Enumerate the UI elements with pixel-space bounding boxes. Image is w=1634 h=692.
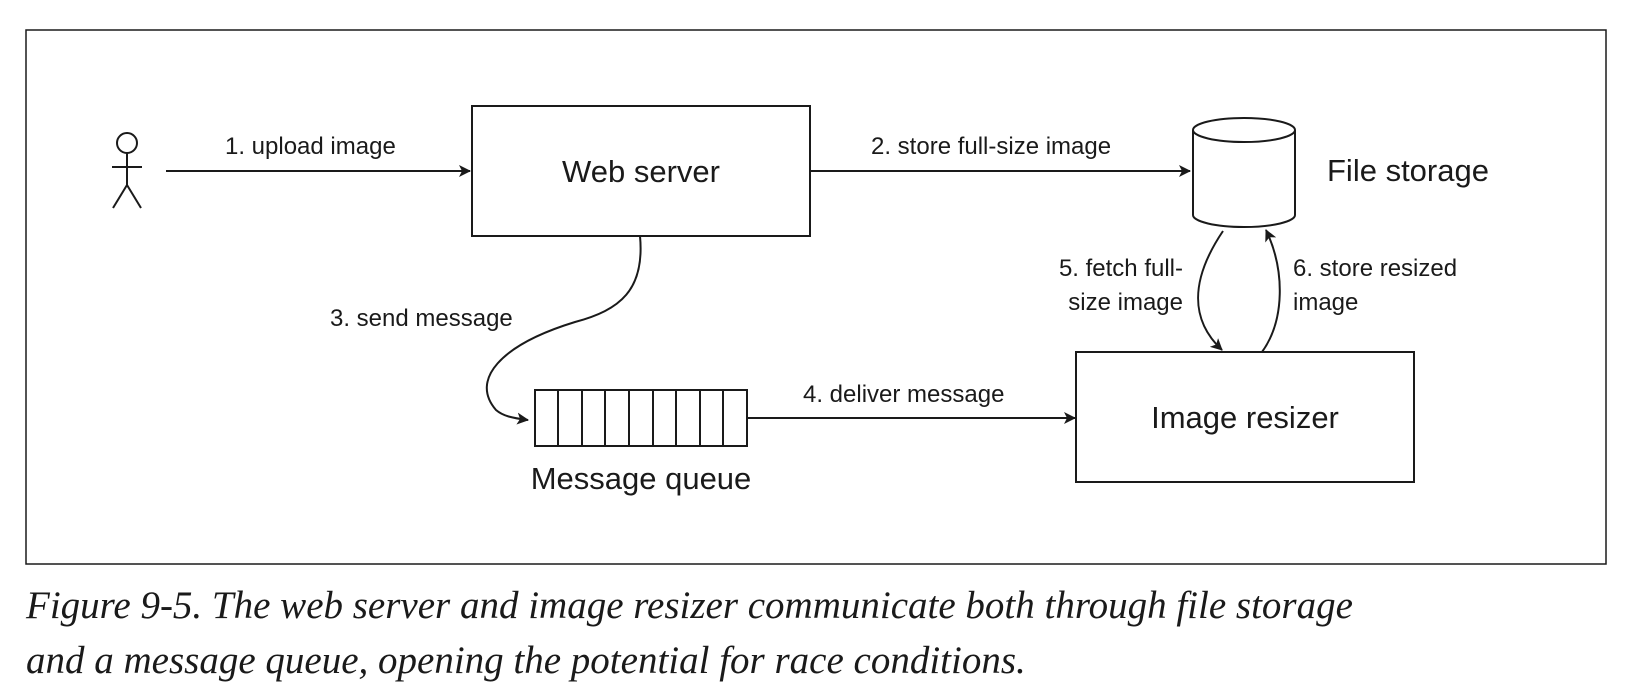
figure-caption: Figure 9-5. The web server and image res… [26, 578, 1626, 688]
caption-line-1: Figure 9-5. The web server and image res… [26, 584, 1353, 627]
web-server-box [471, 105, 811, 237]
store-full-label: 2. store full-size image [871, 133, 1111, 160]
web-server-label: Web server [562, 154, 720, 189]
caption-line-2: and a message queue, opening the potenti… [26, 639, 1026, 682]
send-message-label: 3. send message [330, 305, 513, 332]
message-queue-icon [534, 389, 748, 447]
send-message-arrow [485, 235, 642, 425]
file-storage-label: File storage [1327, 153, 1489, 188]
upload-label: 1. upload image [225, 133, 396, 160]
file-storage-cylinder [1192, 117, 1296, 228]
deliver-message-label: 4. deliver message [803, 381, 1004, 408]
image-resizer-box [1075, 351, 1415, 483]
fetch-full-label-line1: 5. fetch full- [1059, 255, 1183, 282]
image-resizer-label: Image resizer [1151, 400, 1339, 435]
store-resized-label-line2: image [1293, 289, 1358, 316]
message-queue-label: Message queue [531, 461, 752, 496]
store-resized-label-line1: 6. store resized [1293, 255, 1457, 282]
user-icon [112, 132, 142, 209]
fetch-full-label-line2: size image [1068, 289, 1183, 316]
store-resized-arrow [1261, 229, 1281, 353]
fetch-full-arrow [1197, 230, 1224, 351]
diagram-border [25, 29, 1607, 565]
